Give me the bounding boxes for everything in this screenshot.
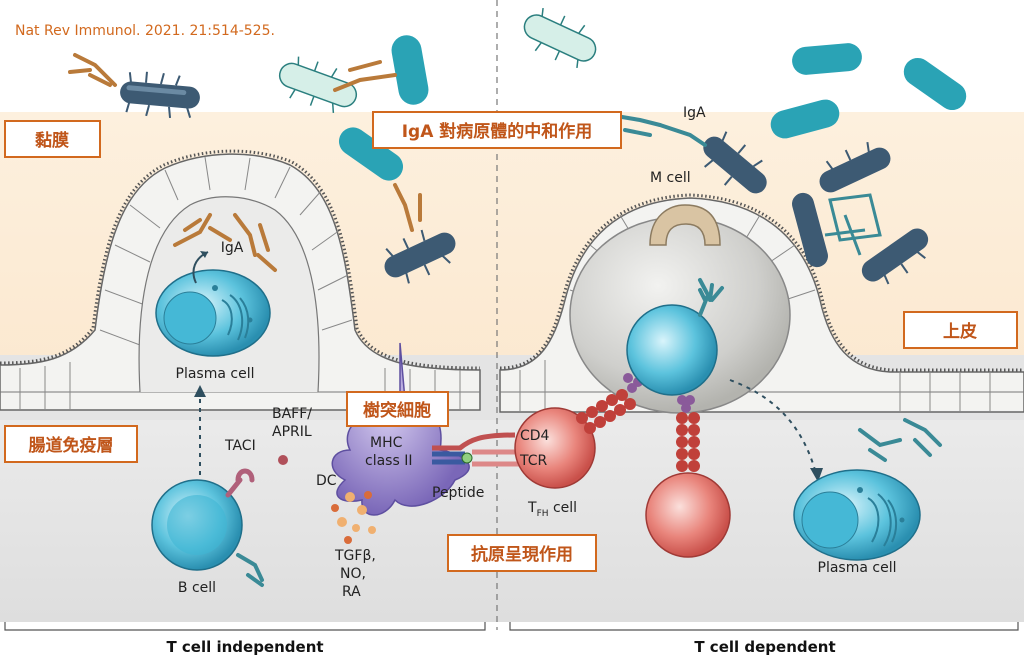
label-class2: class II — [365, 453, 412, 469]
tfh-cell — [514, 407, 596, 489]
label-tcr: TCR — [519, 453, 548, 469]
iga-antibodies-teal — [608, 113, 942, 462]
label-baff: BAFF/ — [272, 406, 312, 422]
label-tfh-t: T — [527, 500, 537, 516]
b-cell — [151, 468, 264, 587]
label-taci: TACI — [224, 438, 256, 454]
box-dendritic-cell-text: 樹突細胞 — [363, 400, 431, 421]
bacteria-group — [120, 7, 967, 285]
footer-left: T cell independent — [166, 638, 323, 656]
box-iga-neutralize: IgA 對病原體的中和作用 — [372, 111, 622, 149]
box-antigen-presentation-text: 抗原呈現作用 — [471, 544, 573, 565]
label-tfh-sub: FH — [537, 509, 549, 519]
chain-lower — [676, 412, 700, 472]
label-dc: DC — [316, 473, 337, 489]
tfh-b-interaction — [576, 373, 643, 434]
label-tfh-cell: TFH cell — [527, 500, 577, 519]
iga-antibodies-orange — [68, 53, 422, 272]
box-epithelium: 上皮 — [903, 311, 1018, 349]
box-mucosa-text: 黏膜 — [35, 130, 69, 151]
label-tgf: TGFβ, — [334, 548, 376, 564]
label-ra: RA — [342, 584, 361, 600]
box-antigen-presentation: 抗原呈現作用 — [447, 534, 597, 572]
plasma-cell-right — [793, 469, 921, 561]
box-gut-immune: 腸道免疫層 — [4, 425, 138, 463]
t-cell-lower — [645, 472, 731, 558]
m-cell-cap — [649, 204, 721, 246]
label-b-cell: B cell — [178, 580, 216, 596]
footer-brackets — [4, 622, 1019, 631]
label-iga-right: IgA — [683, 105, 706, 121]
label-peptide: Peptide — [432, 485, 484, 501]
label-iga-left: IgA — [221, 240, 244, 256]
mhc-tcr-complex — [432, 432, 520, 467]
label-no: NO, — [340, 566, 366, 582]
box-dendritic-cell: 樹突細胞 — [346, 391, 449, 427]
box-iga-neutralize-text: IgA 對病原體的中和作用 — [402, 121, 593, 142]
box-mucosa: 黏膜 — [4, 120, 101, 158]
footer-right: T cell dependent — [694, 638, 835, 656]
citation: Nat Rev Immunol. 2021. 21:514-525. — [15, 23, 275, 39]
plasma-cell-left — [155, 269, 271, 357]
label-mhc: MHC — [370, 435, 403, 451]
label-april: APRIL — [272, 424, 312, 440]
label-m-cell: M cell — [650, 170, 691, 186]
baff-ligand — [278, 455, 288, 465]
label-plasma-cell-left: Plasma cell — [176, 366, 255, 382]
box-epithelium-text: 上皮 — [943, 321, 977, 342]
b-cell-dome — [626, 278, 724, 413]
label-plasma-cell-right: Plasma cell — [818, 560, 897, 576]
label-cd4: CD4 — [520, 428, 550, 444]
box-gut-immune-text: 腸道免疫層 — [29, 435, 114, 456]
label-tfh-word: cell — [549, 500, 578, 516]
